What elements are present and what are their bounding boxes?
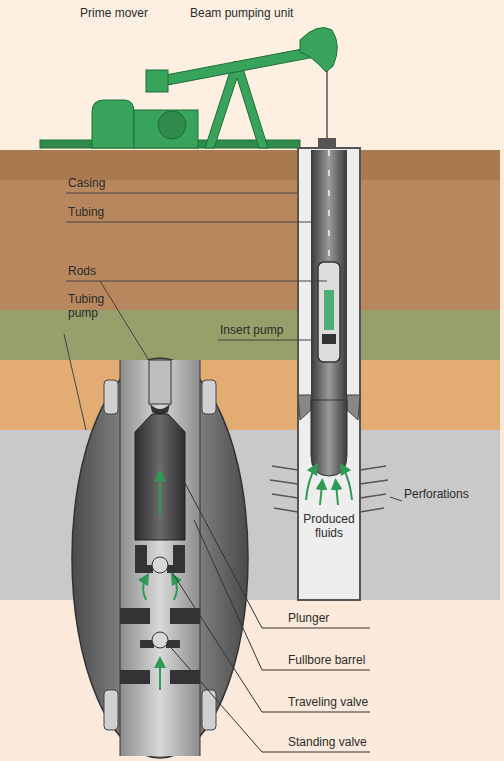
part-label: Insert pump: [220, 323, 310, 337]
part-label: Standing valve: [288, 735, 438, 749]
part-label: Produced fluids: [290, 512, 368, 540]
part-label: Fullbore barrel: [288, 653, 438, 667]
part-label: Traveling valve: [288, 695, 438, 709]
part-label: Prime mover: [80, 6, 190, 20]
part-label: Tubing pump: [68, 292, 128, 320]
part-label: Perforations: [404, 487, 500, 501]
part-label: Beam pumping unit: [190, 6, 330, 20]
part-label: Plunger: [288, 611, 438, 625]
part-label: Tubing: [68, 205, 158, 219]
part-label: Casing: [68, 176, 158, 190]
part-label: Rods: [68, 264, 158, 278]
